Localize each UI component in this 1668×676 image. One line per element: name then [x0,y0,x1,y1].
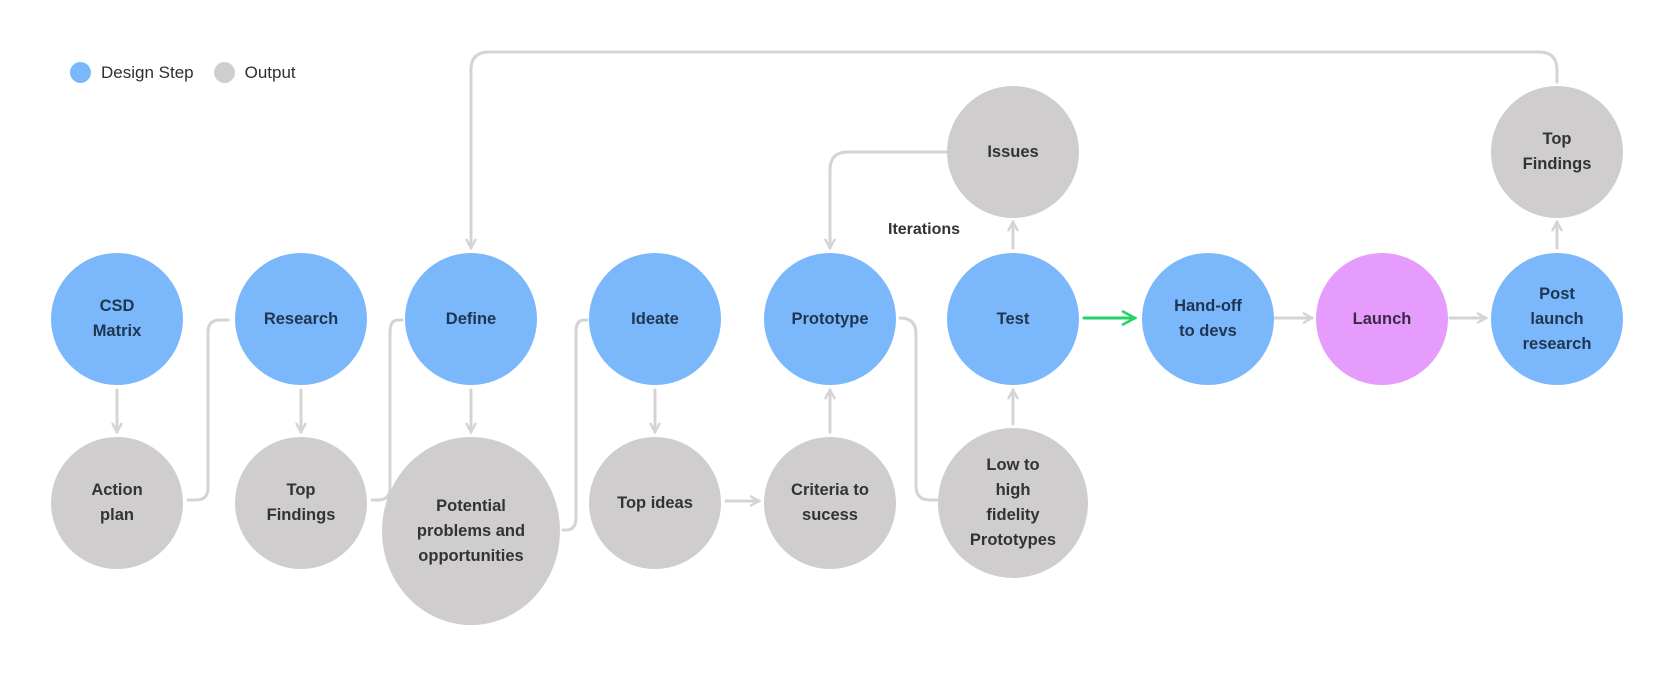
connector-problems-to-ideate [561,318,589,532]
node-launch-label: Launch [1352,309,1412,328]
loop-post-launch-to-define [471,50,1559,248]
node-fidelity-prototypes: Low to high fidelity Prototypes [938,428,1088,578]
node-test: Test [947,253,1079,385]
legend-item-design-step: Design Step [70,62,194,83]
node-define-label: Define [445,309,497,328]
node-prototype-label: Prototype [791,309,869,328]
legend-label-design-step: Design Step [101,62,194,82]
node-research: Research [235,253,367,385]
node-top-findings-research: Top Findings [235,437,367,569]
node-top-ideas-label: Top ideas [617,493,693,512]
connector-prototype-to-fidelity [898,316,939,502]
node-test-label: Test [996,309,1030,328]
node-issues: Issues [947,86,1079,218]
node-action-plan-label: Action plan [91,481,143,524]
node-prototype: Prototype [764,253,896,385]
node-csd-matrix: CSD Matrix [51,253,183,385]
node-handoff: Hand-off to devs [1142,253,1274,385]
node-criteria-to-success-label: Criteria to sucess [791,481,869,524]
node-csd-matrix-label: CSD Matrix [92,297,142,340]
node-top-findings-post-launch: Top Findings [1491,86,1623,218]
node-post-launch-research-label: Post launch research [1522,284,1592,353]
node-issues-label: Issues [987,142,1039,161]
connector-action-plan-to-research [186,318,230,502]
node-criteria-to-success: Criteria to sucess [764,437,896,569]
legend-label-output: Output [244,62,296,82]
node-action-plan: Action plan [51,437,183,569]
node-launch: Launch [1316,253,1448,385]
node-handoff-label: Hand-off to devs [1174,297,1242,340]
node-fidelity-prototypes-label: Low to high fidelity Prototypes [969,456,1057,549]
node-post-launch-research: Post launch research [1491,253,1623,385]
legend-item-output: Output [213,62,296,83]
node-potential-problems: Potential problems and opportunities [382,437,560,625]
node-ideate-label: Ideate [631,309,679,328]
node-ideate: Ideate [589,253,721,385]
node-define: Define [405,253,537,385]
legend-swatch-output [213,62,235,83]
node-research-label: Research [263,309,339,328]
connector-findings-to-define [370,318,404,502]
iterations-label: Iterations [888,221,961,238]
legend: Design Step Output [70,62,316,83]
node-top-findings-post-launch-label: Top Findings [1522,130,1592,173]
node-potential-problems-label: Potential problems and opportunities [416,496,526,565]
node-top-findings-research-label: Top Findings [266,481,336,524]
node-top-ideas: Top ideas [589,437,721,569]
loop-issues-to-prototype [830,150,949,248]
legend-swatch-design-step [70,62,91,83]
